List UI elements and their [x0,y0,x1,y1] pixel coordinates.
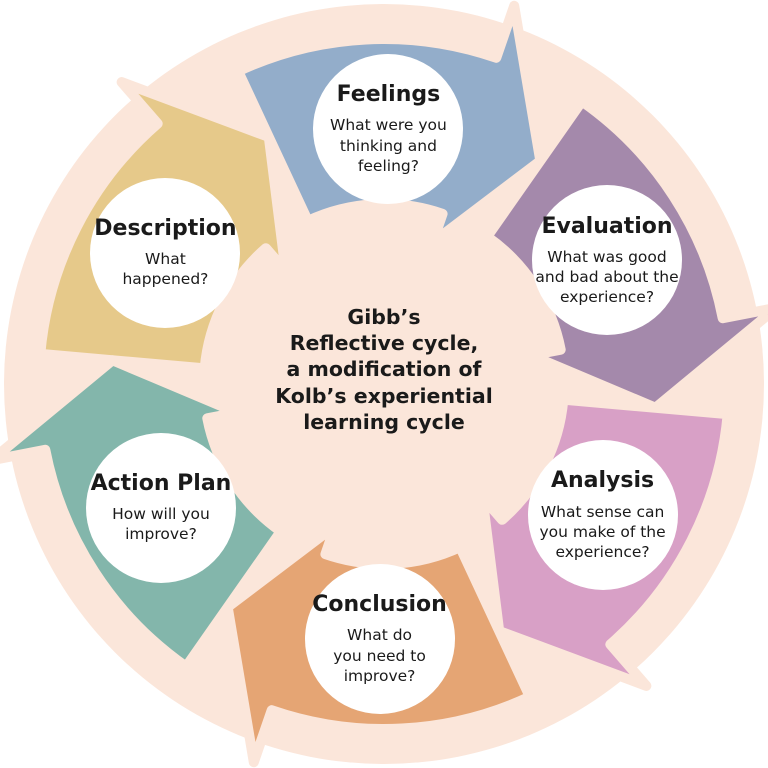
stage-title: Description [94,215,237,241]
center-title: Gibb’s Reflective cycle, a modification … [275,305,493,434]
stage-question: What do you need to improve? [333,626,426,685]
stage-title: Evaluation [541,213,673,239]
stage-conclusion: Conclusion What do you need to improve? [304,563,455,714]
stage-analysis: Analysis What sense can you make of the … [527,440,678,591]
stage-title: Conclusion [312,592,447,618]
stage-question: What sense can you make of the experienc… [539,502,666,562]
stage-question: What happened? [122,250,209,289]
stage-title: Action Plan [90,470,232,496]
stage-question: What was good and bad about the experien… [535,247,679,307]
stage-feelings: Feelings What were you thinking and feel… [313,54,464,205]
stage-question: What were you thinking and feeling? [330,116,447,175]
stage-action-plan: Action Plan How will you improve? [85,432,236,583]
stage-title: Analysis [550,468,655,494]
stage-question: How will you improve? [112,505,210,544]
stage-description: Description What happened? [90,177,241,328]
center-hub [234,234,534,534]
stage-evaluation: Evaluation What was good and bad about t… [532,185,683,336]
stage-title: Feelings [336,82,441,108]
